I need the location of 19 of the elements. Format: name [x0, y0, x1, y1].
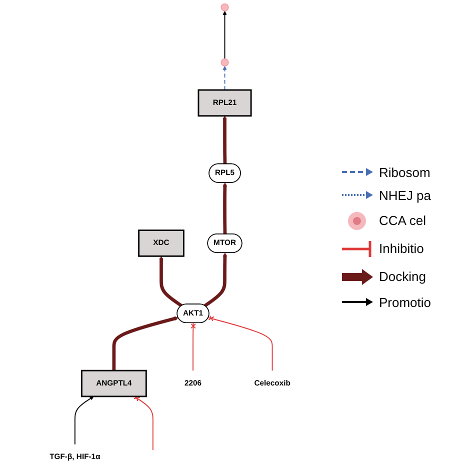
- arrow: [204, 252, 228, 308]
- legend-text: NHEJ pa: [379, 188, 432, 202]
- arrow: [74, 396, 94, 445]
- arrow: [222, 10, 227, 60]
- node-circle: [220, 3, 229, 12]
- connector: [133, 394, 154, 451]
- arrow: [112, 316, 178, 371]
- legend-text: Inhibitio: [379, 241, 424, 256]
- legend-text: Docking: [379, 269, 426, 284]
- node-circle: [220, 58, 229, 67]
- arrow: [222, 66, 227, 90]
- arrow: [222, 116, 227, 164]
- connector: [208, 315, 273, 372]
- legend-text: Promotio: [379, 294, 432, 310]
- connector: [190, 322, 196, 372]
- legend-text: CCA cel: [379, 213, 426, 228]
- arrow: [159, 256, 182, 308]
- legend-text: Ribosom: [379, 164, 430, 180]
- arrow: [222, 182, 228, 234]
